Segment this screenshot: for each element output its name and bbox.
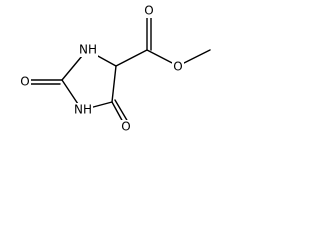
atom-n3-label: NH [74, 103, 92, 117]
n1-mask [78, 43, 98, 57]
atom-o-carbonyl-label: O [144, 4, 153, 18]
bond-c4-o-2 [114, 99, 129, 123]
atom-n1-label: NH [79, 43, 97, 57]
bond-c4-c5 [111, 65, 117, 103]
o-c2-mask [19, 75, 31, 89]
n3-mask [73, 103, 93, 117]
bond-c5-ccarbonyl [115, 49, 148, 67]
o-carbonyl-mask [143, 4, 155, 18]
structure-diagram: NH NH O O O O [19, 4, 211, 134]
o-c4-mask [120, 120, 132, 134]
atom-o-ester-label: O [173, 60, 182, 74]
atom-o-c4-label: O [121, 120, 130, 134]
o-ester-mask [172, 60, 184, 74]
atom-o-c2-label: O [20, 75, 29, 89]
